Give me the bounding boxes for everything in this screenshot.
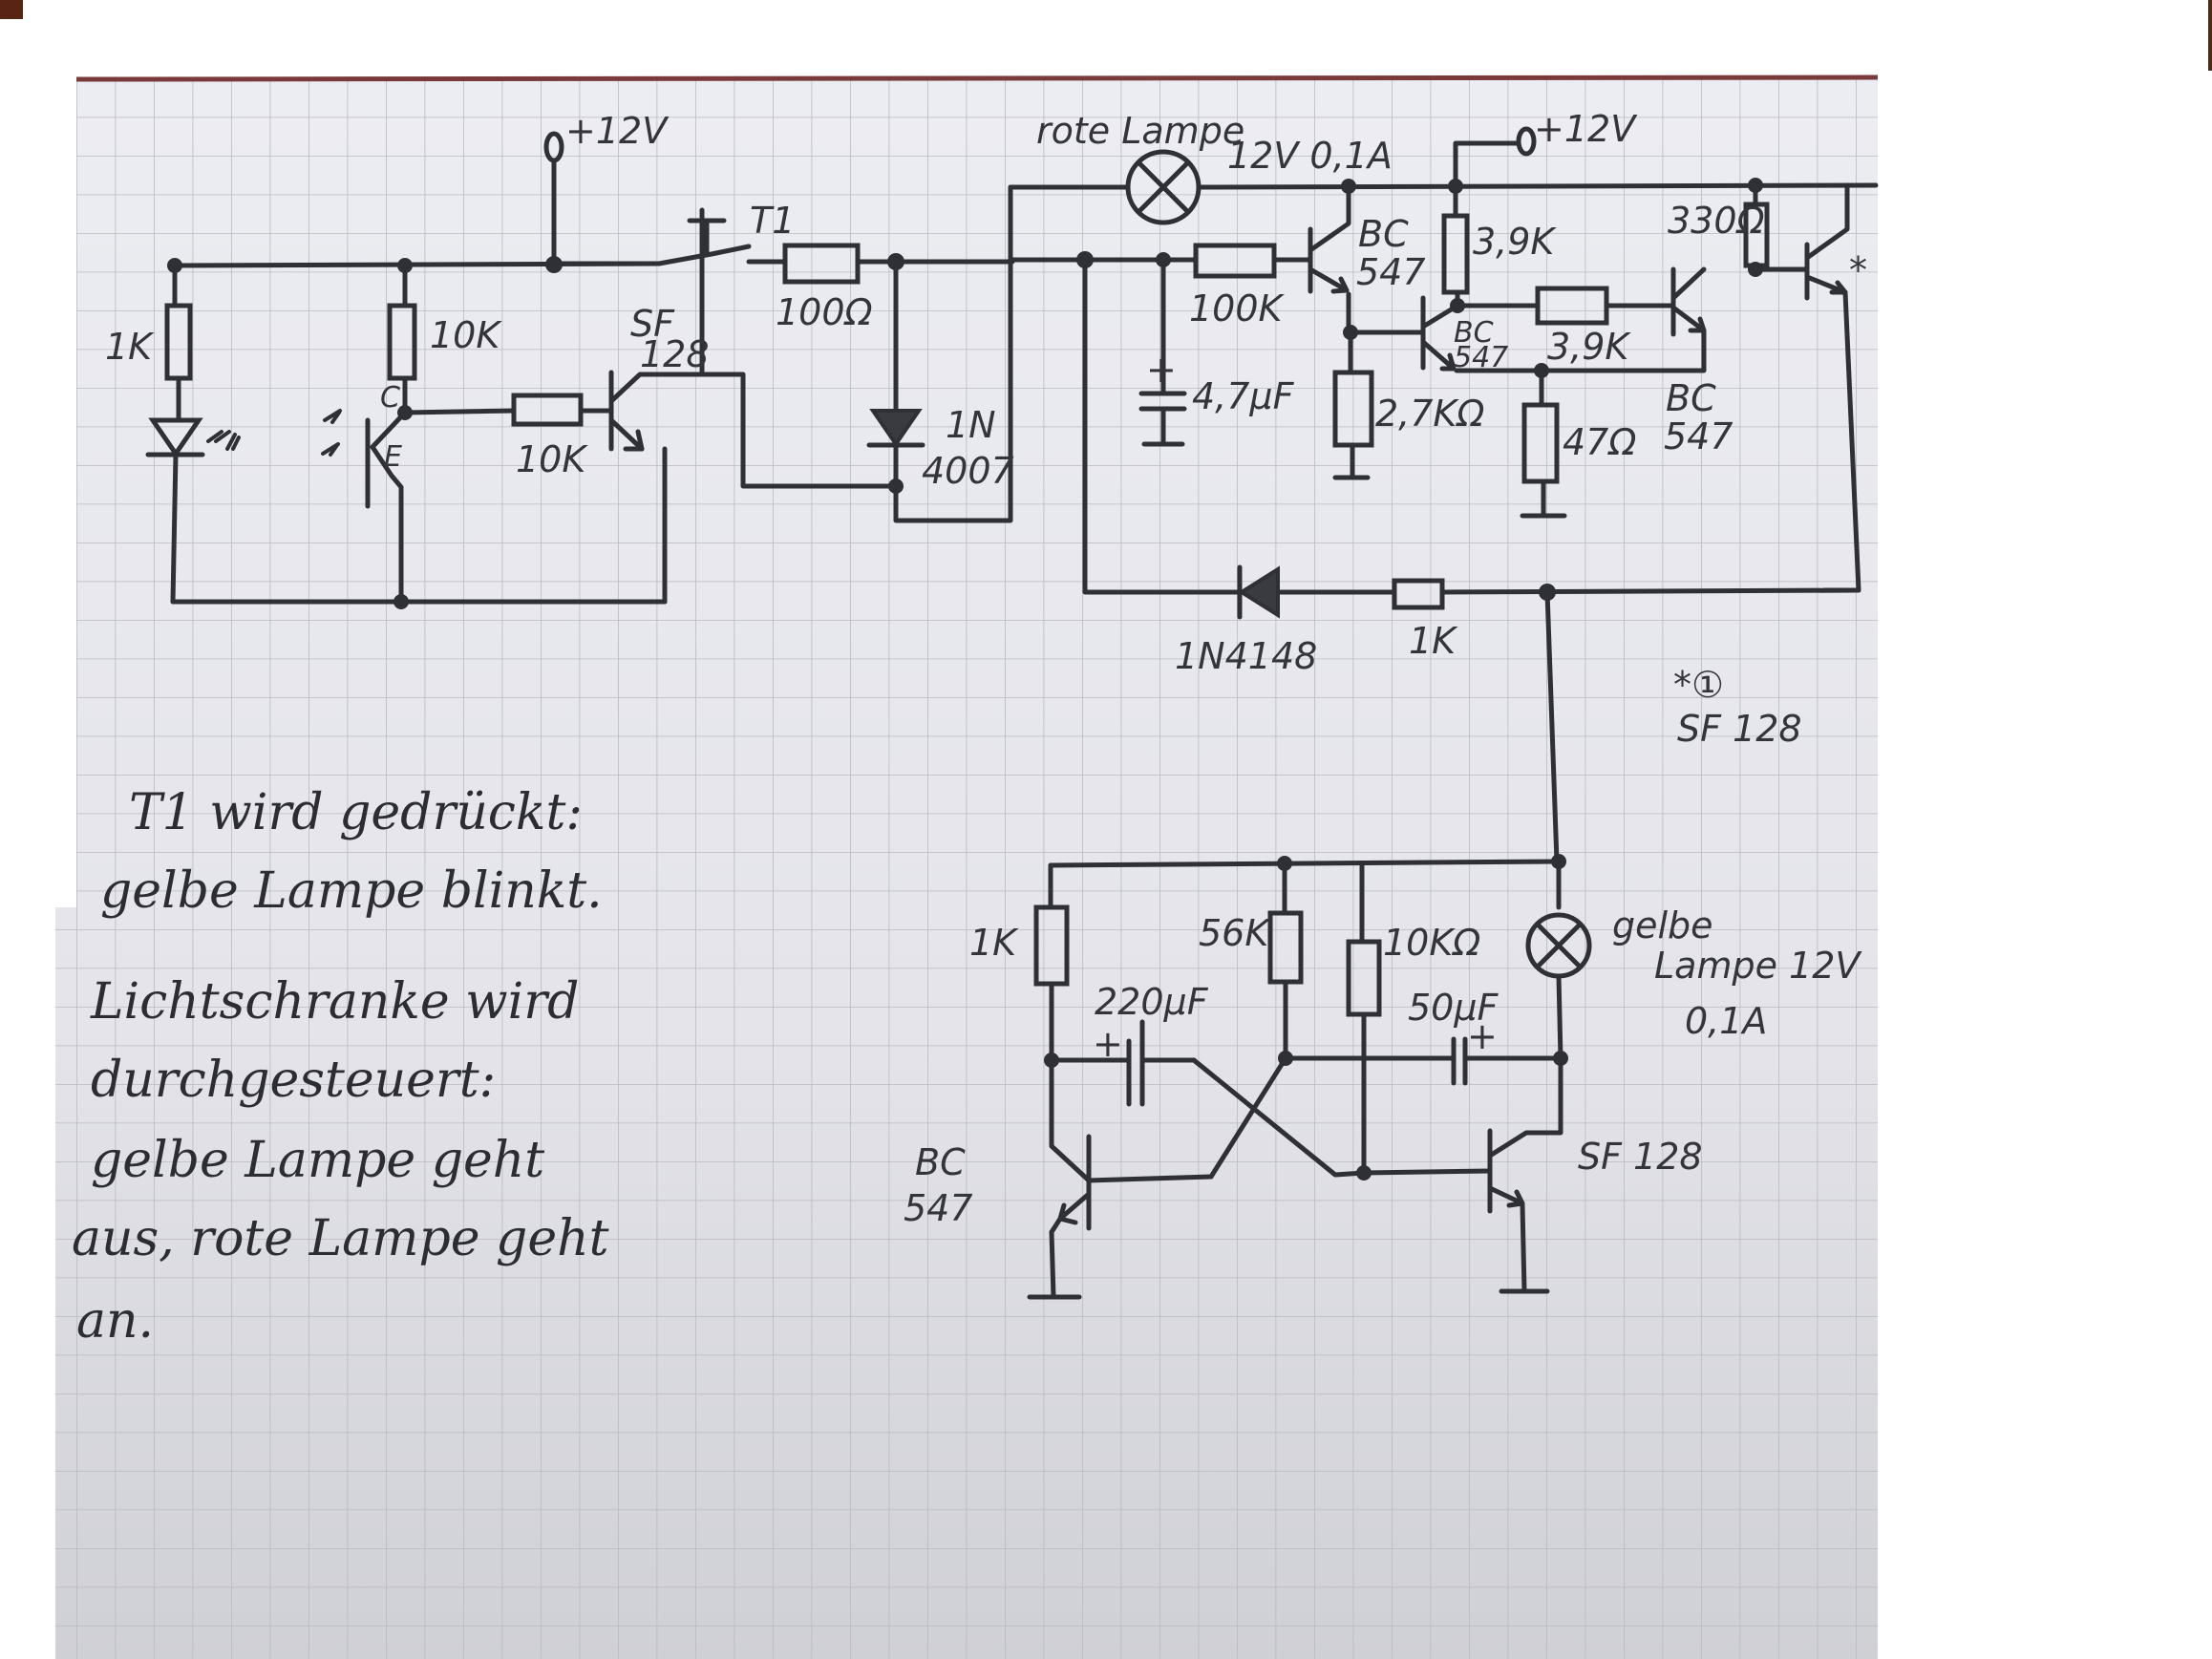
mv-transistor-bc547 bbox=[1027, 1057, 1214, 1300]
transistor-sf128-left bbox=[608, 207, 705, 605]
latch-circuit bbox=[1008, 126, 1879, 864]
label-star: * bbox=[1849, 249, 1867, 291]
label-r-330: 330Ω bbox=[1668, 200, 1765, 242]
corner-marker bbox=[0, 0, 23, 19]
label-footnote-mark: *① bbox=[1673, 664, 1724, 706]
labels: +12V +12V 1K 10K C E 10K SF 128 T1 100Ω … bbox=[105, 108, 1867, 1229]
note-line: aus, rote Lampe geht bbox=[72, 1210, 609, 1267]
mv-transistor-sf128 bbox=[1361, 1055, 1563, 1294]
label-sf128-line2: 128 bbox=[640, 333, 710, 375]
led-emission-arrows bbox=[206, 430, 241, 451]
label-mv-r-10k: 10KΩ bbox=[1383, 922, 1480, 964]
label-footnote-part: SF 128 bbox=[1677, 708, 1802, 750]
label-mv-bc547-line2: 547 bbox=[904, 1187, 973, 1229]
label-bc547b-line1: BC bbox=[1454, 316, 1494, 350]
label-yellow-lamp-line1: gelbe bbox=[1612, 904, 1713, 946]
label-r-led: 1K bbox=[105, 326, 155, 368]
terminal-plus12v-left bbox=[543, 131, 564, 163]
label-r-1k-feedback: 1K bbox=[1409, 620, 1458, 662]
label-emitter: E bbox=[384, 440, 402, 474]
light-barrier-circuit bbox=[145, 131, 1015, 609]
junction-dot bbox=[393, 594, 409, 609]
label-mv-cap-220-plus: + bbox=[1093, 1023, 1123, 1065]
label-cap-plus: + bbox=[1146, 349, 1177, 391]
label-r-47: 47Ω bbox=[1563, 421, 1636, 463]
label-collector: C bbox=[380, 381, 400, 415]
terminal-plus12v-right bbox=[1516, 126, 1537, 157]
label-mv-cap-50: 50µF bbox=[1408, 987, 1499, 1029]
label-yellow-lamp-line3: 0,1A bbox=[1685, 1000, 1767, 1042]
multivibrator-circuit bbox=[1027, 854, 1592, 1300]
label-mv-cap-50-plus: + bbox=[1467, 1015, 1498, 1057]
label-r-100: 100Ω bbox=[776, 291, 873, 333]
label-r-3-9k-mid: 3,9K bbox=[1547, 326, 1631, 368]
label-right-supply: +12V bbox=[1534, 108, 1638, 150]
diode-1n4007 bbox=[869, 409, 923, 448]
label-r-100k: 100K bbox=[1189, 287, 1286, 330]
label-1n4007-line1: 1N bbox=[946, 404, 996, 446]
label-bc547b-line2: 547 bbox=[1454, 341, 1508, 374]
label-mv-sf128: SF 128 bbox=[1578, 1136, 1703, 1178]
label-mv-r-56k: 56K bbox=[1199, 912, 1271, 954]
label-switch-t1: T1 bbox=[750, 200, 795, 242]
resistor-10k-collector bbox=[387, 303, 417, 381]
transistor-bc547-a bbox=[1308, 183, 1351, 335]
label-sf128-line1: SF bbox=[630, 303, 675, 345]
notes: T1 wird gedrückt: gelbe Lampe blinkt. Li… bbox=[72, 784, 609, 1350]
paper bbox=[55, 74, 1879, 1659]
paper-top-edge bbox=[75, 74, 1879, 82]
label-left-supply: +12V bbox=[565, 110, 670, 152]
led-diode bbox=[148, 417, 203, 458]
label-1n4148: 1N4148 bbox=[1175, 635, 1317, 677]
label-r-base: 10K bbox=[516, 438, 588, 480]
transistor-bc547-c bbox=[1670, 266, 1707, 337]
label-1n4007-line2: 4007 bbox=[922, 450, 1014, 492]
note-line: T1 wird gedrückt: bbox=[129, 784, 583, 841]
label-mv-bc547-line1: BC bbox=[915, 1141, 966, 1183]
label-mv-r-1k: 1K bbox=[969, 922, 1019, 964]
label-cap-4-7: 4,7µF bbox=[1192, 375, 1295, 417]
note-line: an. bbox=[76, 1292, 154, 1350]
resistor-47ohm bbox=[1521, 402, 1560, 484]
note-line: gelbe Lampe blinkt. bbox=[100, 862, 603, 920]
label-bc547a-line1: BC bbox=[1358, 213, 1409, 255]
label-red-lamp: rote Lampe bbox=[1036, 110, 1244, 152]
phototransistor bbox=[321, 409, 408, 605]
label-bc547c-line2: 547 bbox=[1664, 415, 1733, 457]
edge-line bbox=[2208, 0, 2212, 71]
label-r-3-9k-top: 3,9K bbox=[1473, 221, 1557, 263]
label-red-lamp-rating: 12V 0,1A bbox=[1227, 135, 1393, 177]
transistor-bc547-b bbox=[1348, 295, 1460, 372]
note-line: durchgesteuert: bbox=[91, 1052, 496, 1109]
label-yellow-lamp-line2: Lampe 12V bbox=[1654, 945, 1862, 987]
note-line: gelbe Lampe geht bbox=[91, 1132, 544, 1189]
note-line: Lichtschranke wird bbox=[90, 973, 579, 1031]
pushbutton-switch-t1 bbox=[656, 218, 788, 266]
label-bc547a-line2: 547 bbox=[1356, 251, 1426, 293]
label-bc547c-line1: BC bbox=[1666, 377, 1716, 419]
label-r-2-7k: 2,7KΩ bbox=[1375, 393, 1484, 435]
label-r-collector: 10K bbox=[430, 314, 502, 356]
label-mv-cap-220: 220µF bbox=[1095, 981, 1209, 1023]
